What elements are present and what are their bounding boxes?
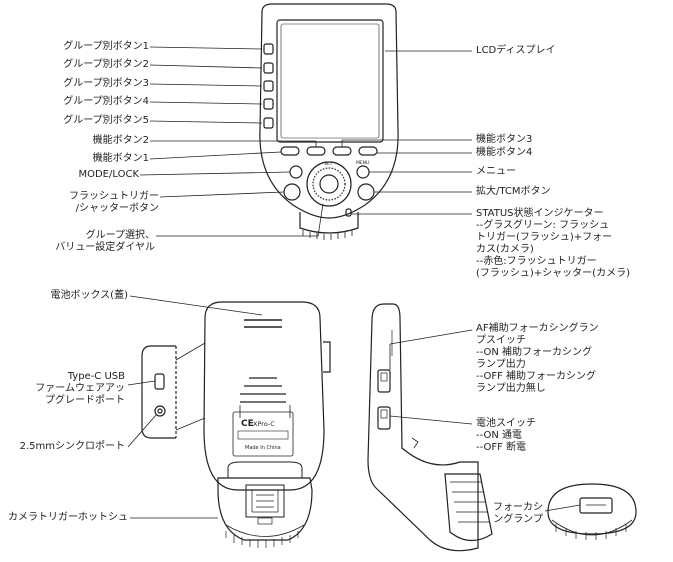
label-group-button-5: グループ別ボタン5 — [63, 115, 149, 126]
label-menu: メニュー — [476, 166, 516, 177]
front-body-outline — [259, 3, 399, 219]
power-switch-shape — [377, 406, 391, 430]
label-group-button-1: グループ別ボタン1 — [63, 41, 149, 52]
hot-shoe — [217, 477, 313, 541]
device-model-text: XPro-C — [253, 420, 275, 428]
set-button-shape — [319, 174, 339, 194]
group-button-3-shape — [263, 80, 274, 92]
back-body-outline — [203, 301, 325, 491]
function-button-1-shape — [280, 146, 300, 156]
label-af-switch: AF補助フォーカシングラン プスイッチ --ON 補助フォーカシング ランプ出力… — [476, 323, 599, 394]
sync-port-shape — [154, 405, 166, 417]
side-body-outline — [367, 303, 479, 552]
function-button-4-shape — [358, 146, 378, 156]
zoom-button-shape — [357, 183, 375, 201]
leader-lines — [127, 46, 581, 519]
menu-button-shape — [356, 165, 370, 179]
af-switch-shape — [377, 369, 391, 393]
label-function-button-2: 機能ボタン2 — [92, 135, 149, 146]
label-status-indicator: STATUS状態インジケーター --グラスグリーン: フラッシュ トリガー(フラ… — [476, 208, 630, 279]
lcd-screen — [276, 19, 384, 143]
focus-lamp-inset — [547, 483, 637, 540]
label-group-dial: グループ選択、 バリュー設定ダイヤル — [55, 230, 155, 253]
function-button-2-shape — [306, 146, 326, 156]
label-group-button-2: グループ別ボタン2 — [63, 59, 149, 70]
dial-outer — [306, 161, 352, 207]
trigger-button-shape — [283, 183, 301, 201]
focus-lamp-shape — [579, 497, 613, 514]
label-group-button-4: グループ別ボタン4 — [63, 96, 149, 107]
label-usb-port: Type-C USB ファームウェアアッ プグレードポート — [35, 371, 125, 406]
label-power-switch: 電池スイッチ --ON 通電 --OFF 断電 — [476, 418, 536, 453]
function-button-3-shape — [332, 146, 352, 156]
label-mode-lock: MODE/LOCK — [78, 169, 139, 180]
label-function-button-4: 機能ボタン4 — [476, 147, 533, 158]
device-menu-text: MENU — [356, 160, 369, 166]
label-battery-box: 電池ボックス(蓋) — [50, 290, 128, 301]
group-button-5-shape — [263, 117, 274, 129]
label-function-button-1: 機能ボタン1 — [92, 153, 149, 164]
group-button-4-shape — [263, 98, 274, 110]
label-group-button-3: グループ別ボタン3 — [63, 78, 149, 89]
device-ce-text: CE — [241, 419, 254, 429]
group-button-2-shape — [263, 62, 274, 74]
label-sync-port: 2.5mmシンクロポート — [19, 441, 125, 452]
back-view — [203, 301, 331, 548]
label-lcd-display: LCDディスプレイ — [476, 45, 556, 56]
spec-label-plate — [232, 411, 294, 457]
front-view — [259, 3, 399, 240]
label-hot-shoe: カメラトリガーホットシュ — [8, 512, 128, 523]
device-set-text: SET — [324, 161, 333, 167]
side-view — [367, 303, 493, 552]
status-led — [345, 208, 352, 217]
group-button-1-shape — [263, 43, 274, 55]
usb-port-shape — [154, 373, 165, 390]
device-origin-text: Made In China — [245, 445, 281, 451]
port-detail-inset — [141, 342, 206, 439]
label-flash-trigger: フラッシュトリガー /シャッターボタン — [69, 191, 159, 214]
label-focus-lamp: フォーカシ ングランプ — [493, 502, 543, 525]
side-hot-shoe — [444, 473, 493, 542]
label-function-button-3: 機能ボタン3 — [476, 134, 533, 145]
mode-button-shape — [289, 165, 303, 179]
label-zoom-tcm: 拡大/TCMボタン — [476, 186, 551, 197]
